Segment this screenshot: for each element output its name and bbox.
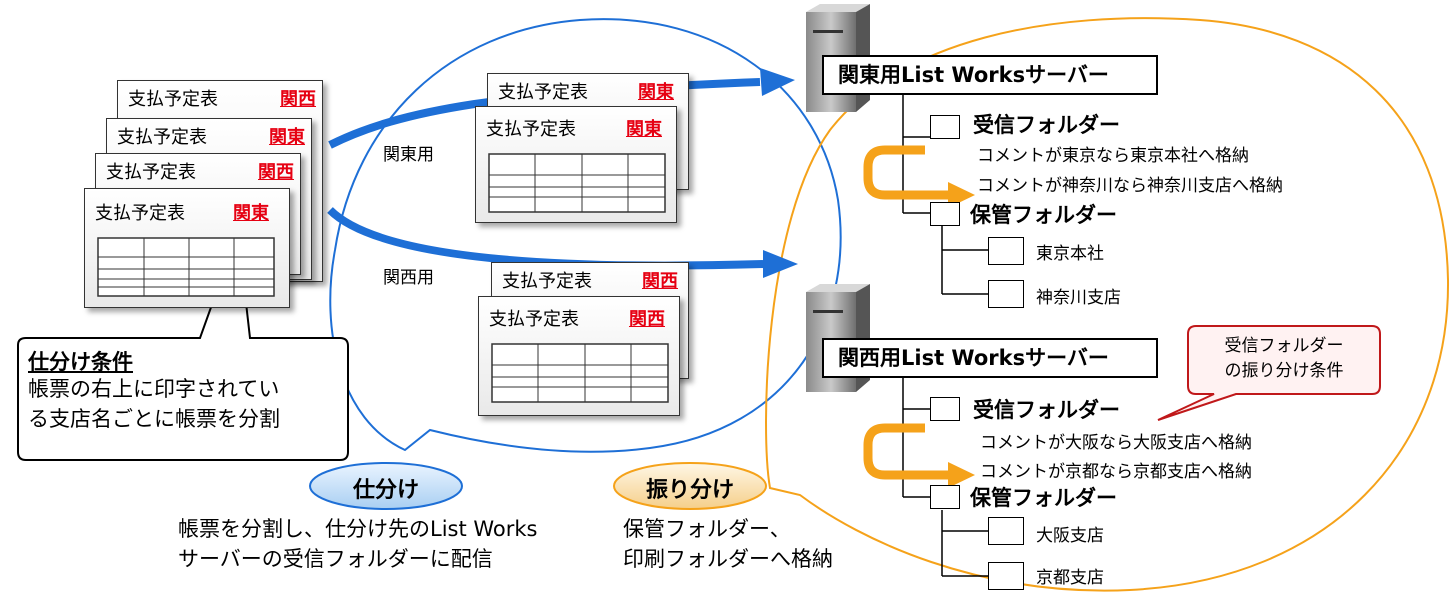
orange-arrow-kanto [863,145,950,200]
furiwake-desc: 保管フォルダー、 印刷フォルダーへ格納 [623,514,833,574]
callout-line: る支店名ごとに帳票を分割 [28,407,280,431]
route-label-kansai: 関西用 [383,268,434,288]
rule-callout-bubble [1157,325,1381,421]
kanto-rule-2: コメントが神奈川なら神奈川支店へ格納 [977,176,1283,196]
doc-tag: 関東 [269,127,305,148]
kansai-storage-folder-icon [930,485,960,509]
kansai-rule-2: コメントが京都なら京都支店へ格納 [980,462,1252,482]
furiwake-line: 印刷フォルダーへ格納 [623,547,833,571]
doc-title: 支払予定表 [117,127,207,148]
orange-ellipse [765,17,1450,592]
shiwake-badge: 仕分け [352,478,419,503]
shiwake-desc: 帳票を分割し、仕分け先のList Works サーバーの受信フォルダーに配信 [178,514,538,574]
kansai-server-title: 関西用List Worksサーバー [822,338,1158,378]
callout-line: 帳票の右上に印字されてい [28,377,280,401]
kansai-sub-1: 大阪支店 [1036,526,1104,546]
doc-tag: 関西 [629,309,665,330]
orange-arrow-kansai [863,423,950,480]
doc-title: 支払予定表 [106,162,196,183]
callout-title: 仕分け条件 [28,350,133,374]
furiwake-badge-shape [613,462,767,510]
kansai-sub-folder-icon [988,517,1024,545]
doc-title: 支払予定表 [489,309,579,330]
shiwake-badge-shape [309,462,463,510]
route-label-kanto: 関東用 [383,145,434,165]
kanto-sub-1: 東京本社 [1036,244,1104,264]
doc-tag: 関西 [642,271,678,292]
kanto-sub-folder-icon [988,280,1024,308]
callout-body: 帳票の右上に印字されてい る支店名ごとに帳票を分割 [28,374,280,434]
doc-title: 支払予定表 [95,203,185,224]
shiwake-line: サーバーの受信フォルダーに配信 [178,547,493,571]
stack-doc-4: 支払予定表 関東 [84,188,290,308]
kansai-doc-front: 支払予定表 関西 [478,296,680,416]
kansai-inbox-label: 受信フォルダー [973,398,1120,422]
kanto-storage-folder-icon [930,202,960,226]
blue-ellipse [329,18,842,453]
furiwake-badge: 振り分け [645,478,734,503]
rule-callout-line: 受信フォルダー [1224,336,1344,356]
kanto-rule-1: コメントが東京なら東京本社へ格納 [977,146,1249,166]
doc-tag: 関東 [638,82,674,103]
doc-tag: 関東 [233,203,269,224]
rule-callout-line: の振り分け条件 [1224,361,1344,381]
kanto-doc-front: 支払予定表 関東 [475,106,677,223]
kansai-sub-folder-icon [988,562,1024,590]
arrow-kanto-head [760,68,795,96]
kansai-rule-1: コメントが大阪なら大阪支店へ格納 [980,433,1252,453]
kanto-sub-2: 神奈川支店 [1036,288,1121,308]
kansai-storage-label: 保管フォルダー [970,486,1117,510]
kanto-inbox-folder-icon [930,115,960,139]
kanto-server-title: 関東用List Worksサーバー [822,55,1158,95]
doc-title: 支払予定表 [128,89,218,110]
kanto-sub-folder-icon [988,237,1024,265]
doc-table [491,343,669,403]
kansai-sub-2: 京都支店 [1036,568,1104,588]
doc-title: 支払予定表 [486,119,576,140]
doc-table [488,153,666,213]
doc-tag: 関西 [280,89,316,110]
kanto-inbox-label: 受信フォルダー [973,113,1120,137]
doc-title: 支払予定表 [498,82,588,103]
rule-callout-text: 受信フォルダー の振り分け条件 [1194,334,1374,384]
kansai-inbox-folder-icon [930,397,960,421]
doc-table [97,237,275,297]
furiwake-line: 保管フォルダー、 [623,517,791,541]
doc-tag: 関西 [258,162,294,183]
doc-title: 支払予定表 [502,271,592,292]
callout-bubble [17,231,349,461]
kanto-storage-label: 保管フォルダー [970,203,1117,227]
shiwake-line: 帳票を分割し、仕分け先のList Works [178,517,538,541]
doc-tag: 関東 [626,119,662,140]
arrow-kansai-head [763,250,798,278]
